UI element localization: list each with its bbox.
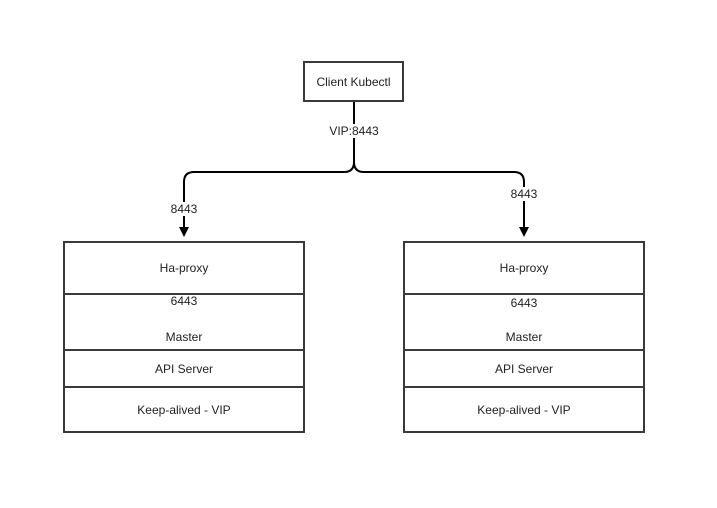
edge-label-vip: VIP:8443 (328, 124, 380, 138)
master-label-right: Master (505, 330, 543, 344)
api-server-row: API Server (405, 349, 643, 386)
client-kubectl-label: Client Kubectl (316, 74, 391, 89)
api-server-label: API Server (154, 361, 214, 376)
port-label-right: 6443 (510, 296, 538, 310)
haproxy-row: Ha-proxy (65, 243, 303, 293)
edge-label-right: 8443 (509, 187, 539, 201)
api-server-label: API Server (494, 361, 554, 376)
master-row (405, 293, 643, 349)
master-node-left: Ha-proxy API Server Keep-alived - VIP (63, 241, 305, 433)
haproxy-row: Ha-proxy (405, 243, 643, 293)
edge-label-left: 8443 (169, 202, 199, 216)
keepalived-row: Keep-alived - VIP (65, 386, 303, 431)
edge-split-right (353, 161, 529, 237)
master-node-right: Ha-proxy API Server Keep-alived - VIP (403, 241, 645, 433)
keepalived-label: Keep-alived - VIP (477, 402, 571, 417)
client-kubectl-box: Client Kubectl (303, 61, 404, 102)
master-label-left: Master (165, 330, 203, 344)
keepalived-row: Keep-alived - VIP (405, 386, 643, 431)
port-label-left: 6443 (170, 294, 198, 308)
master-row (65, 293, 303, 349)
haproxy-label: Ha-proxy (499, 261, 549, 275)
keepalived-label: Keep-alived - VIP (137, 402, 231, 417)
api-server-row: API Server (65, 349, 303, 386)
haproxy-label: Ha-proxy (159, 261, 209, 275)
edge-client-split (179, 102, 355, 237)
